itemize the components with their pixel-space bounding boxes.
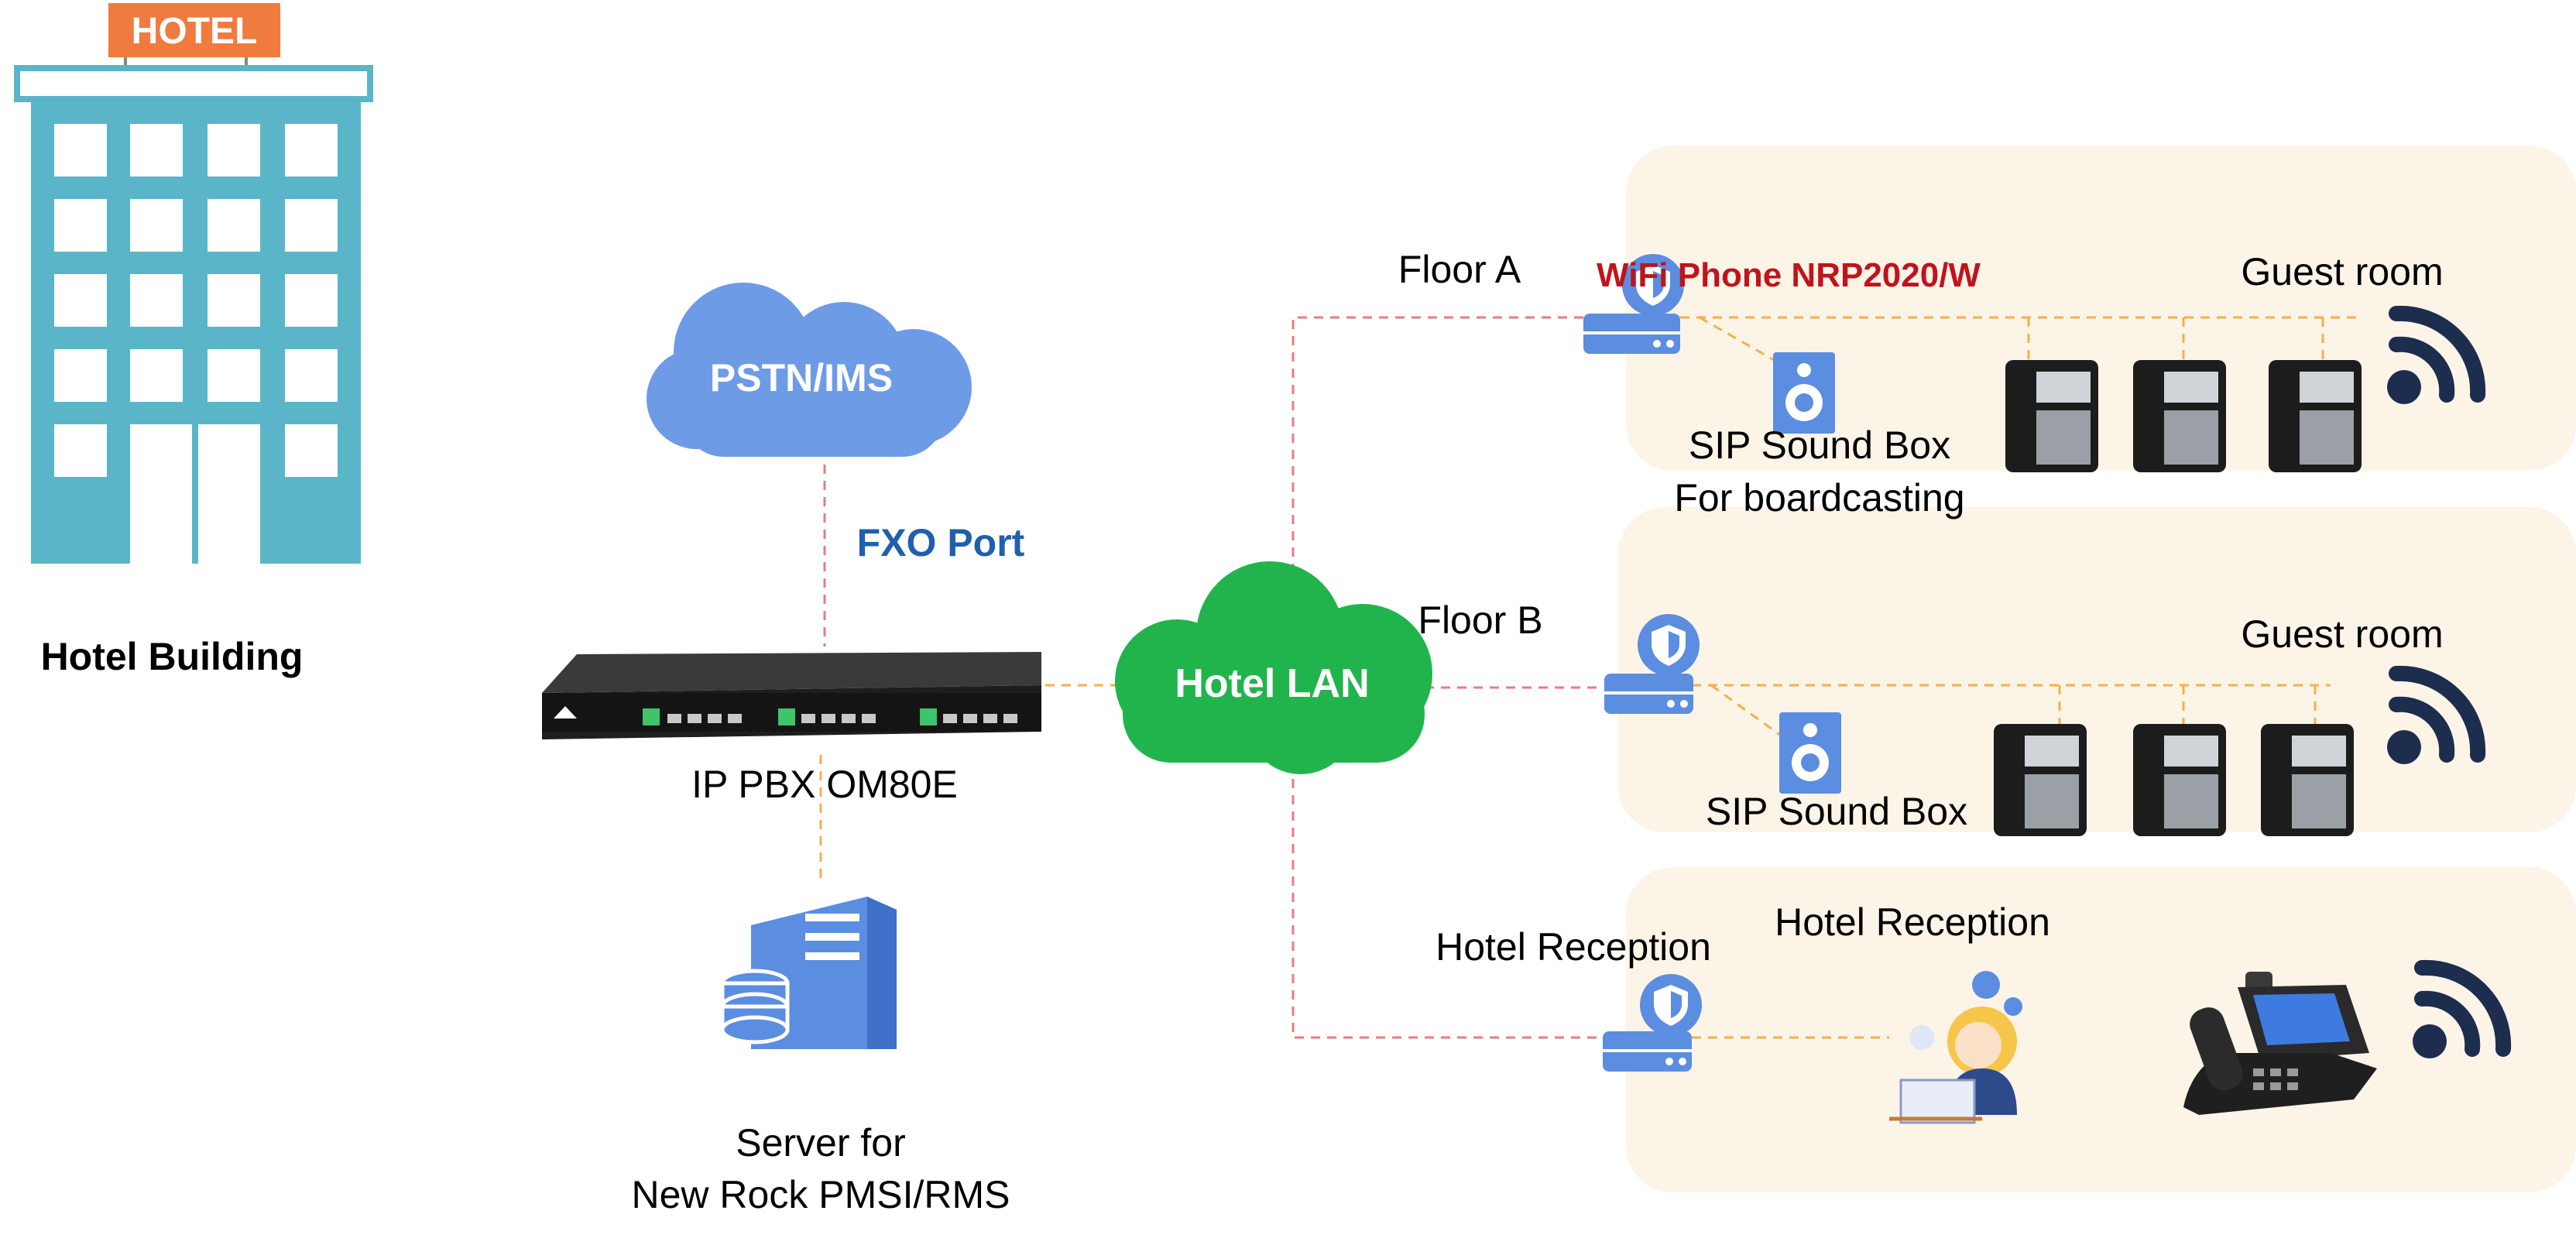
floor-b-guest-room-label: Guest room: [2241, 612, 2443, 656]
hotel-sign-text: HOTEL: [132, 11, 258, 52]
floor-a-sound-box-icon: [1773, 352, 1835, 434]
reception-panel: [1626, 867, 2576, 1192]
floor-b-phone-2-icon: [2133, 724, 2226, 836]
ip-pbx-device-icon: [542, 652, 1041, 739]
ip-pbx-label: IP PBX OM80E: [691, 763, 958, 806]
reception-wifi-icon: [2413, 959, 2512, 1058]
floor-a-label: Floor A: [1398, 248, 1521, 291]
server-label-line2: New Rock PMSI/RMS: [632, 1173, 1010, 1216]
hotel-lan-label: Hotel LAN: [1175, 661, 1369, 706]
pstn-cloud-icon: [647, 283, 972, 457]
floor-b-sound-box-label: SIP Sound Box: [1706, 790, 1967, 833]
floor-b-wifi-icon: [2387, 665, 2486, 764]
hotel-lan-cloud-icon: [1115, 561, 1432, 774]
hotel-building-label: Hotel Building: [41, 635, 304, 678]
floor-b-panel: [1618, 507, 2576, 832]
reception-label: Hotel Reception: [1435, 925, 1711, 969]
floor-b-phone-1-icon: [1994, 724, 2087, 836]
floor-a-router-icon: [1583, 254, 1684, 354]
floor-b-router-icon: [1604, 614, 1700, 714]
floor-b-phone-3-icon: [2261, 724, 2354, 836]
floor-a-sound-box-label: SIP Sound Box: [1689, 424, 1950, 467]
floor-a-phone-2-icon: [2133, 360, 2226, 472]
server-icon: [720, 897, 897, 1049]
floor-a-wifi-phone-label: WiFi Phone NRP2020/W: [1597, 256, 1981, 294]
floor-b-sound-box-icon: [1779, 712, 1841, 794]
floor-a-wifi-icon: [2387, 305, 2486, 404]
floor-a-sound-box-sublabel: For boardcasting: [1674, 476, 1964, 520]
reception-panel-title: Hotel Reception: [1775, 900, 2050, 944]
floor-a-guest-room-label: Guest room: [2241, 250, 2443, 293]
hotel-building-icon: [14, 3, 373, 564]
pstn-label: PSTN/IMS: [710, 356, 893, 400]
floor-a-phone-3-icon: [2269, 360, 2362, 472]
receptionist-icon: [1889, 971, 2022, 1124]
fxo-port-label: FXO Port: [857, 521, 1025, 564]
reception-router-icon: [1603, 974, 1702, 1072]
floor-a-panel: [1626, 146, 2576, 471]
server-label-line1: Server for: [736, 1121, 906, 1164]
reception-video-phone-icon: [2183, 972, 2377, 1115]
floor-a-phone-1-icon: [2005, 360, 2098, 472]
floor-b-label: Floor B: [1418, 598, 1542, 642]
